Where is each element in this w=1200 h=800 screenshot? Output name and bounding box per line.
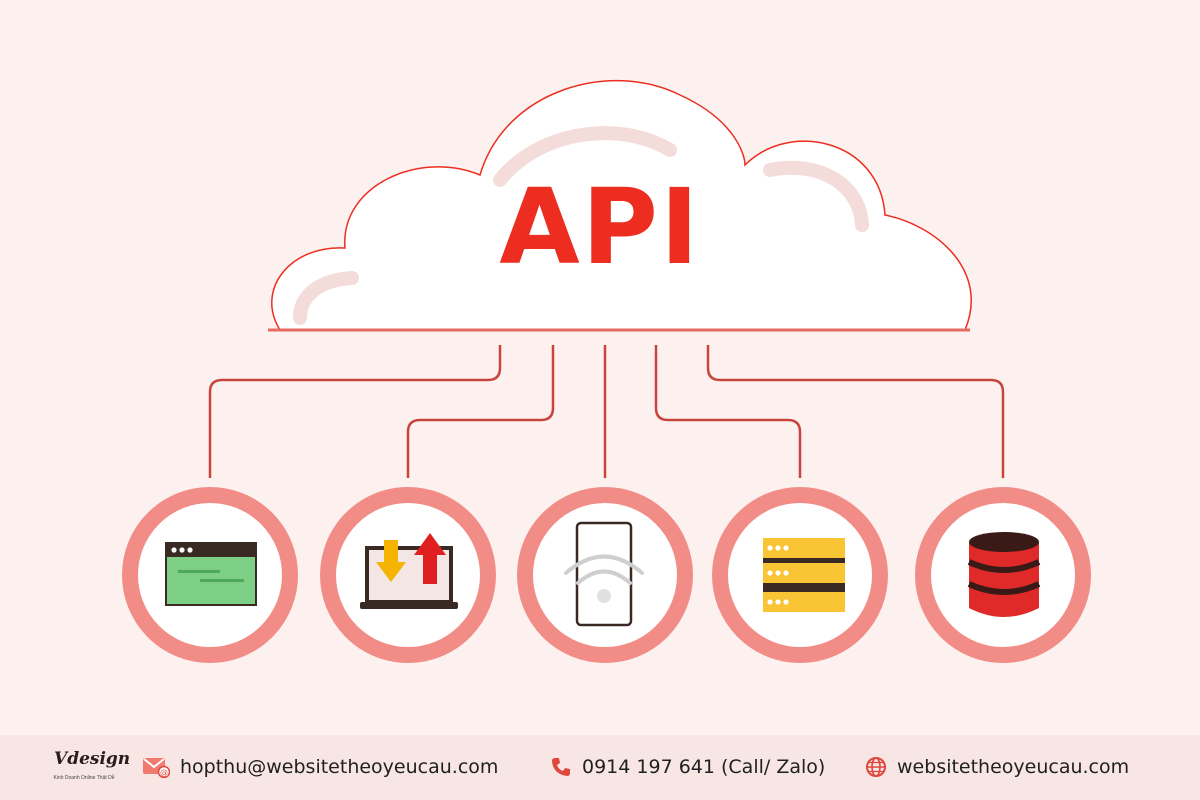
node-database — [915, 487, 1091, 663]
phone-text: 0914 197 641 (Call/ Zalo) — [582, 756, 826, 778]
svg-text:@: @ — [160, 768, 168, 777]
website-text: websitetheoyeucau.com — [897, 756, 1130, 778]
connector-line-2 — [406, 345, 555, 478]
api-diagram: API — [122, 79, 1091, 663]
database-icon — [967, 532, 1041, 617]
email-text: hopthu@websitetheoyeucau.com — [180, 756, 499, 778]
wireless-mobile-device-icon — [564, 521, 644, 627]
contact-footer: Vdesign Kinh Doanh Online Thật Dễ @ hopt… — [0, 735, 1200, 800]
cloud-shape — [271, 79, 972, 331]
logo-tagline: Kinh Doanh Online Thật Dễ — [53, 775, 115, 781]
brand-logo[interactable]: Vdesign Kinh Doanh Online Thật Dễ — [50, 745, 131, 791]
node-mobile — [517, 487, 693, 663]
email-icon: @ — [143, 758, 170, 778]
node-browser — [122, 487, 298, 663]
connector-line-5 — [706, 345, 1005, 478]
logo-text: Vdesign — [54, 749, 131, 769]
phone-icon — [552, 758, 570, 776]
cloud-shading — [293, 126, 869, 325]
node-laptop — [320, 487, 496, 663]
connector-line-1 — [208, 345, 502, 478]
laptop-upload-download-icon — [360, 533, 458, 609]
phone-contact[interactable]: 0914 197 641 (Call/ Zalo) — [550, 753, 825, 781]
email-contact[interactable]: @ hopthu@websitetheoyeucau.com — [142, 753, 498, 781]
website-contact[interactable]: websitetheoyeucau.com — [865, 753, 1129, 781]
browser-window-icon — [165, 542, 257, 606]
server-rack-icon — [763, 538, 845, 612]
api-title: API — [499, 166, 701, 288]
globe-icon — [866, 757, 886, 777]
diagram-canvas — [122, 79, 1091, 663]
connector-lines — [208, 345, 1005, 478]
node-server — [712, 487, 888, 663]
connector-line-4 — [654, 345, 802, 478]
